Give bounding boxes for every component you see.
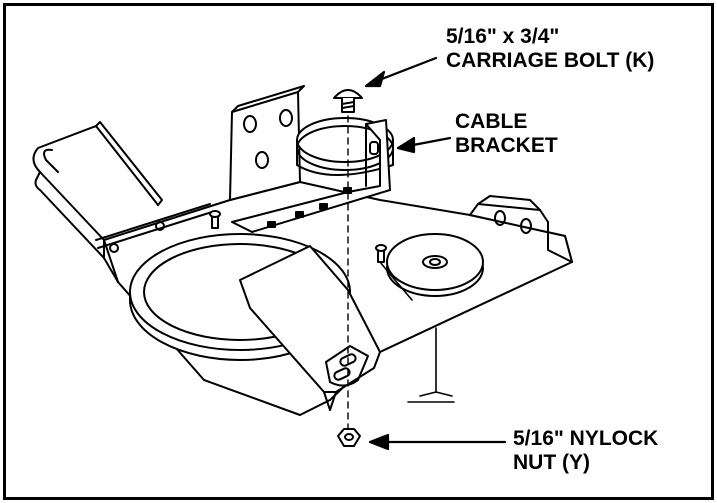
cable-bracket (231, 119, 391, 233)
carriage-bolt-label-line1: 5/16" x 3/4" (446, 25, 560, 48)
cable-bracket-label-line2: BRACKET (455, 134, 558, 157)
nylock-nut-label-line2: NUT (Y) (513, 451, 590, 474)
small-pulley (386, 233, 484, 297)
cable-bracket-label: CABLE BRACKET (455, 110, 558, 158)
left-arm-bracket (32, 121, 163, 259)
carriage-bolt (333, 89, 363, 113)
front-guide-plate (239, 245, 381, 411)
chain (379, 261, 455, 403)
studs (109, 210, 387, 263)
callout-arrows (364, 56, 507, 451)
nylock-nut (337, 428, 361, 447)
carriage-bolt-label: 5/16" x 3/4" CARRIAGE BOLT (K) (446, 25, 654, 73)
cable-bracket-label-line1: CABLE (455, 110, 528, 133)
rear-mount-plate (229, 85, 305, 201)
right-mount-plate (469, 195, 573, 263)
nylock-nut-label: 5/16" NYLOCK NUT (Y) (513, 427, 658, 475)
carriage-bolt-label-line2: CARRIAGE BOLT (K) (446, 49, 655, 72)
nylock-nut-label-line1: 5/16" NYLOCK (513, 427, 659, 450)
